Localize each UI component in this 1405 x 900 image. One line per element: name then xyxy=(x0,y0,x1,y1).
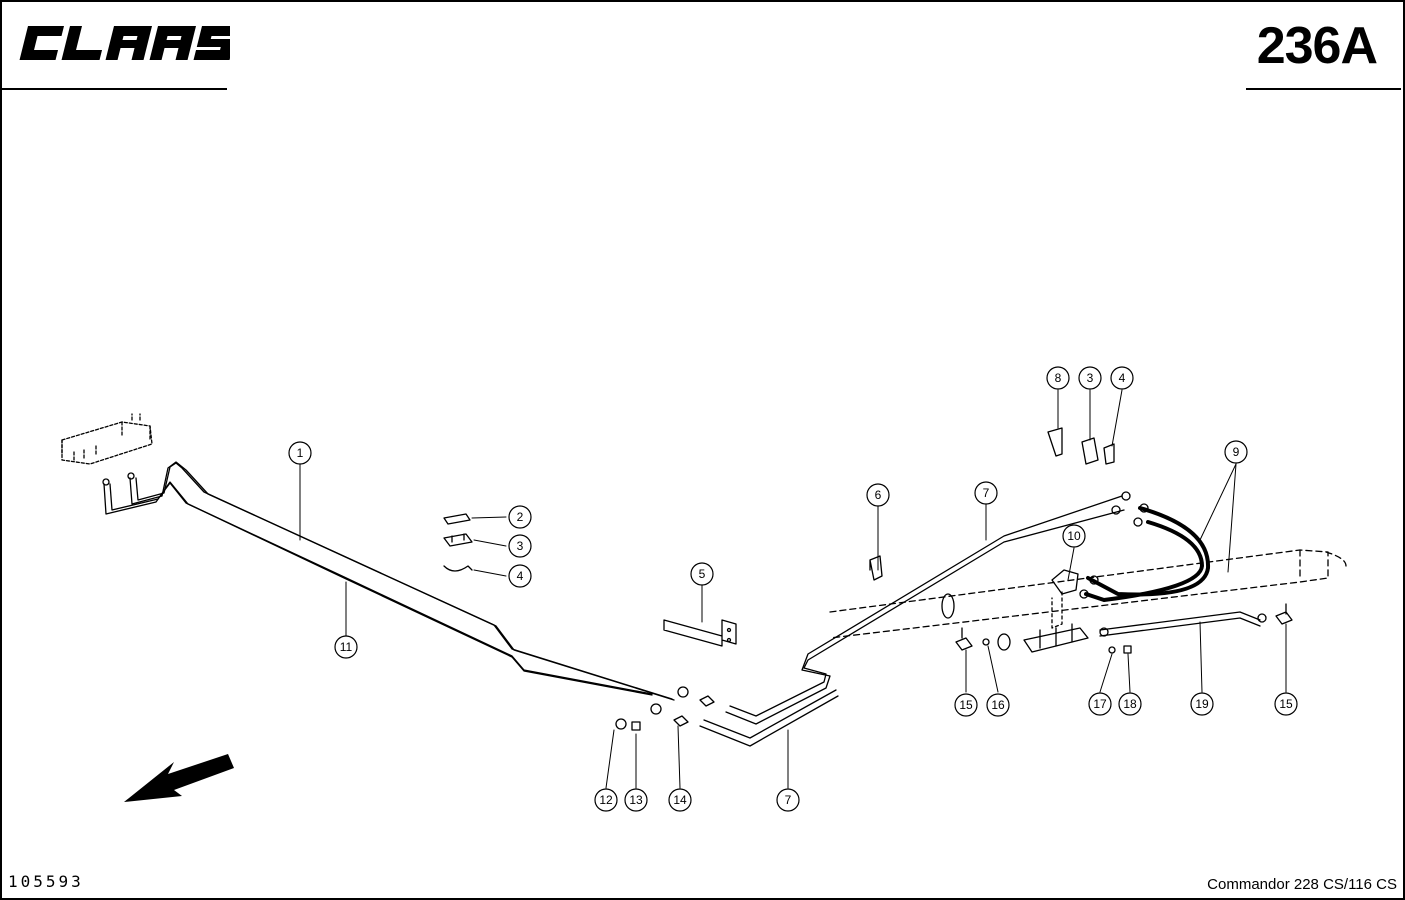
bracket-6 xyxy=(869,555,883,581)
callout-2: 2 xyxy=(508,505,532,529)
callout-4: 4 xyxy=(508,564,532,588)
bracket-5 xyxy=(663,619,737,647)
pipe-line-11 xyxy=(103,481,653,696)
page-code: 236A xyxy=(1256,17,1378,75)
callout-15: 15 xyxy=(954,693,978,717)
callout-label: 4 xyxy=(1119,371,1126,385)
callout-label: 2 xyxy=(517,510,524,524)
pipe-line-19 xyxy=(1099,611,1267,637)
valve-10 xyxy=(997,569,1089,653)
callout-label: 13 xyxy=(629,793,643,807)
pipe-line-7 xyxy=(699,495,1125,747)
callout-label: 10 xyxy=(1067,529,1081,543)
callout-9: 9 xyxy=(1224,440,1248,464)
fitting-12 xyxy=(615,718,627,730)
callout-label: 9 xyxy=(1233,445,1240,459)
callout-label: 12 xyxy=(599,793,613,807)
fitting-13 xyxy=(631,721,641,731)
pipe-line-1 xyxy=(129,461,675,701)
hose-pair-9 xyxy=(1084,506,1211,602)
claas-logo xyxy=(19,26,230,60)
callout-6: 6 xyxy=(866,483,890,507)
callout-label: 14 xyxy=(673,793,687,807)
logo-underline xyxy=(2,88,227,90)
callout-3: 3 xyxy=(508,534,532,558)
callout-10: 10 xyxy=(1062,524,1086,548)
callout-14: 14 xyxy=(668,788,692,812)
callout-17: 17 xyxy=(1088,692,1112,716)
callout-label: 15 xyxy=(1279,697,1293,711)
drawing-number: 105593 xyxy=(8,872,84,891)
fitting-15b xyxy=(1275,603,1293,625)
callout-19: 19 xyxy=(1190,692,1214,716)
callout-7: 7 xyxy=(974,481,998,505)
callout-13: 13 xyxy=(624,788,648,812)
callout-label: 8 xyxy=(1055,371,1062,385)
direction-arrow-icon xyxy=(124,754,234,802)
clamp-parts-right xyxy=(1047,427,1115,465)
callout-label: 7 xyxy=(983,486,990,500)
callout-11: 11 xyxy=(334,635,358,659)
callout-12: 12 xyxy=(594,788,618,812)
callout-label: 11 xyxy=(340,640,353,654)
callout-label: 6 xyxy=(875,488,882,502)
callout-label: 3 xyxy=(517,539,524,553)
fitting-15a xyxy=(955,627,973,651)
clamp-parts-left xyxy=(443,513,473,572)
leader-lines xyxy=(299,389,1287,789)
model-name: Commandor 228 CS/116 CS xyxy=(1207,876,1397,893)
callout-label: 18 xyxy=(1123,697,1137,711)
callout-label: 7 xyxy=(785,793,792,807)
callout-label: 4 xyxy=(517,569,524,583)
callout-label: 5 xyxy=(699,567,706,581)
callout-5: 5 xyxy=(690,562,714,586)
fitting-18 xyxy=(1123,645,1132,654)
callout-label: 15 xyxy=(959,698,973,712)
callout-label: 17 xyxy=(1093,697,1107,711)
callout-label: 3 xyxy=(1087,371,1094,385)
page-code-underline xyxy=(1246,88,1401,90)
cylinder xyxy=(829,549,1347,639)
callout-16: 16 xyxy=(986,693,1010,717)
callout-15: 15 xyxy=(1274,692,1298,716)
callout-3: 3 xyxy=(1078,366,1102,390)
callout-label: 16 xyxy=(991,698,1005,712)
callout-label: 1 xyxy=(297,446,304,460)
callout-8: 8 xyxy=(1046,366,1070,390)
callout-1: 1 xyxy=(288,441,312,465)
callout-18: 18 xyxy=(1118,692,1142,716)
fitting-16 xyxy=(982,638,990,646)
callout-label: 19 xyxy=(1195,697,1209,711)
valve-block xyxy=(61,413,153,465)
fitting-17 xyxy=(1108,646,1116,654)
callout-4: 4 xyxy=(1110,366,1134,390)
callout-7: 7 xyxy=(776,788,800,812)
fitting-14 xyxy=(673,715,689,727)
